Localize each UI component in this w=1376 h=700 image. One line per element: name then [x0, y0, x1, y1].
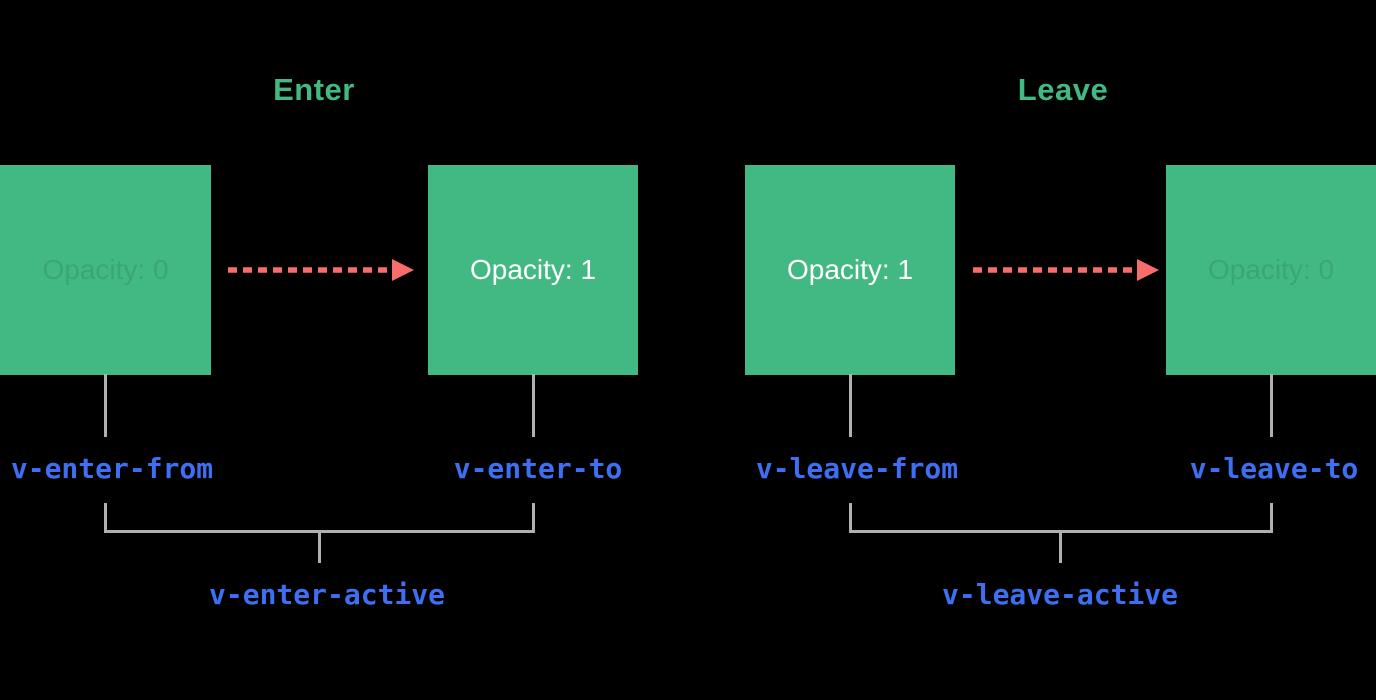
bracket-line: [849, 530, 1273, 533]
leave-from-opacity-label: Opacity: 1: [786, 254, 914, 285]
bracket-line: [849, 503, 852, 533]
bracket-line: [532, 503, 535, 533]
bracket-line: [1270, 503, 1273, 533]
v-leave-from-label: v-leave-from: [755, 452, 959, 485]
bracket-stem-line: [1059, 533, 1062, 563]
enter-transition-arrow-icon: [228, 259, 414, 281]
v-enter-from-label: v-enter-from: [10, 452, 214, 485]
connector-line: [1270, 374, 1273, 437]
enter-to-opacity-label: Opacity: 1: [469, 254, 597, 285]
leave-section-title: Leave: [1017, 72, 1109, 107]
leave-to-box: Opacity: 0: [1166, 165, 1376, 375]
enter-from-box: Opacity: 0: [0, 165, 211, 375]
connector-line: [849, 374, 852, 437]
connector-line: [532, 374, 535, 437]
leave-to-opacity-label: Opacity: 0: [1207, 254, 1335, 285]
v-enter-active-label: v-enter-active: [208, 578, 446, 611]
leave-transition-arrow-icon: [973, 259, 1159, 281]
v-enter-to-label: v-enter-to: [453, 452, 623, 485]
v-leave-active-label: v-leave-active: [941, 578, 1179, 611]
connector-line: [104, 374, 107, 437]
leave-from-box: Opacity: 1: [745, 165, 955, 375]
bracket-line: [104, 503, 107, 533]
bracket-line: [104, 530, 535, 533]
enter-to-box: Opacity: 1: [428, 165, 638, 375]
bracket-stem-line: [318, 533, 321, 563]
v-leave-to-label: v-leave-to: [1189, 452, 1359, 485]
enter-from-opacity-label: Opacity: 0: [42, 254, 169, 285]
enter-section-title: Enter: [273, 72, 355, 107]
